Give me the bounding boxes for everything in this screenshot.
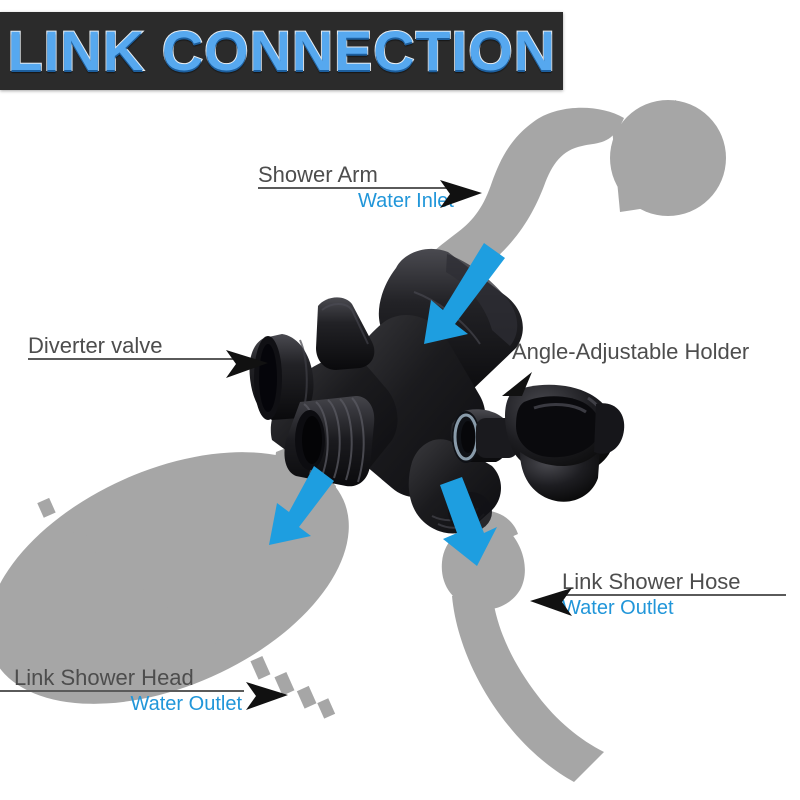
callout-diverter-valve: Diverter valve xyxy=(28,333,236,361)
hose-outlet-flow-arrow xyxy=(440,477,497,566)
callout-link-shower-head-secondary: Water Outlet xyxy=(130,693,242,716)
callout-diverter-valve-primary: Diverter valve xyxy=(28,333,163,358)
callout-link-shower-hose-primary: Link Shower Hose xyxy=(562,569,741,594)
title-banner: LINK CONNECTION xyxy=(0,12,563,90)
callout-link-shower-hose-secondary: Water Outlet xyxy=(562,597,674,620)
shower-head-outlet-thread xyxy=(284,396,375,487)
callout-link-shower-head-primary: Link Shower Head xyxy=(14,665,194,690)
callout-shower-arm-rule xyxy=(258,187,454,190)
inlet-flow-arrow xyxy=(424,243,505,344)
title-text: LINK CONNECTION xyxy=(6,19,556,82)
callout-shower-arm-primary: Shower Arm xyxy=(258,162,378,187)
callout-link-shower-hose-rule xyxy=(562,594,786,597)
callout-link-shower-head-rule xyxy=(0,690,244,693)
callout-shower-arm-secondary: Water Inlet xyxy=(358,190,454,213)
callout-shower-arm: Shower Arm Water Inlet xyxy=(258,163,454,213)
callout-link-shower-hose: Link Shower Hose Water Outlet xyxy=(562,570,786,620)
swivel-ball-joint xyxy=(450,409,518,463)
callout-link-shower-head: Link Shower Head Water Outlet xyxy=(0,665,244,716)
angle-adjustable-holder[interactable] xyxy=(505,384,625,502)
head-outlet-flow-arrow xyxy=(269,466,334,545)
diverter-lever[interactable] xyxy=(316,297,375,370)
callout-diverter-valve-rule xyxy=(28,358,236,361)
callout-angle-adjustable-holder: Angle-Adjustable Holder xyxy=(512,340,749,363)
callout-angle-adjustable-holder-primary: Angle-Adjustable Holder xyxy=(512,339,750,364)
